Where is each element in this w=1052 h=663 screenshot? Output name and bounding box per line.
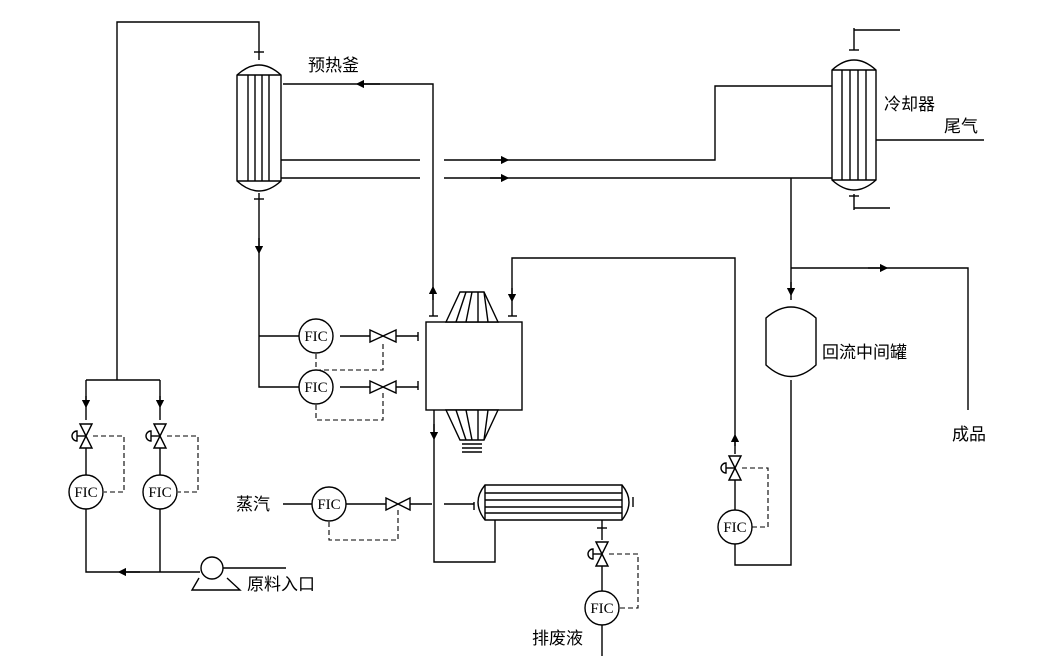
fic-tag: FIC	[304, 329, 327, 345]
fic-tag: FIC	[74, 485, 97, 501]
signal-line-steam	[328, 510, 399, 541]
fic-controller: FIC	[298, 318, 334, 354]
reflux-return-line	[511, 257, 736, 514]
fic-controller: FIC	[142, 474, 178, 510]
valve-feed-left	[71, 423, 94, 449]
signal-line-feed-left	[93, 435, 125, 493]
fic-controller: FIC	[298, 369, 334, 405]
valve-feed-right	[145, 423, 168, 449]
valve-steam	[385, 496, 411, 512]
fic-tag: FIC	[723, 520, 746, 536]
preheater-out-lines	[281, 159, 420, 179]
product-line	[791, 267, 969, 410]
steam-label: 蒸汽	[236, 495, 270, 514]
fic-controller: FIC	[68, 474, 104, 510]
fic-tag: FIC	[590, 601, 613, 617]
signal-line-feed-right	[167, 435, 199, 493]
feed-manifold	[85, 379, 161, 420]
feed-line-left	[85, 448, 200, 573]
valve-b	[369, 379, 397, 395]
cooler-label: 冷却器	[884, 95, 935, 114]
fic-tag: FIC	[304, 380, 327, 396]
fic-controller: FIC	[717, 509, 753, 545]
reflux-tank	[765, 306, 817, 378]
valve-a	[369, 328, 397, 344]
to-cooler-line-1	[444, 85, 832, 161]
steam-heater	[473, 484, 634, 529]
preheater-label: 预热釜	[308, 56, 359, 75]
valve-waste	[587, 541, 610, 567]
signal-line-reflux	[742, 467, 769, 528]
valve-reflux	[720, 455, 743, 481]
signal-line-waste	[609, 553, 639, 609]
reactor-bottom-line	[433, 410, 496, 563]
reflux-tank-label: 回流中间罐	[822, 343, 907, 362]
fic-controller: FIC	[584, 590, 620, 626]
signal-line-a	[315, 342, 384, 371]
preheater	[236, 51, 282, 200]
reactor	[417, 291, 523, 453]
preheater-outlet-line	[258, 199, 300, 388]
fic-tag: FIC	[148, 485, 171, 501]
reflux-return-bottom	[734, 380, 792, 566]
fic-controller: FIC	[311, 486, 347, 522]
waste-liquid-label: 排废液	[532, 629, 583, 648]
signal-line-b	[315, 393, 384, 421]
fic-tag: FIC	[317, 497, 340, 513]
cooler	[831, 28, 984, 210]
feed-riser-line	[116, 21, 260, 380]
tail-gas-label: 尾气	[944, 117, 978, 136]
vapor-line	[283, 83, 434, 316]
feed-inlet-label: 原料入口	[247, 575, 315, 594]
product-label: 成品	[952, 425, 986, 444]
feed-pump	[190, 556, 286, 591]
